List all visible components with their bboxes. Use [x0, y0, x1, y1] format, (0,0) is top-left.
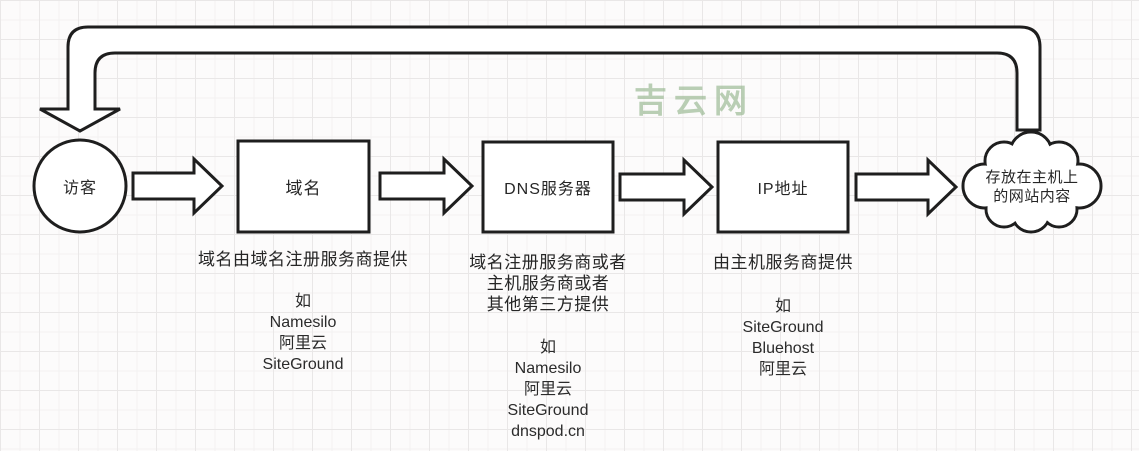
- list-item: SiteGround: [507, 402, 589, 419]
- list-item: Namesilo: [269, 314, 337, 331]
- list-item: dnspod.cn: [511, 423, 585, 440]
- content-label-line1: 存放在主机上: [985, 169, 1079, 186]
- domain-examples-list: 如 Namesilo 阿里云 SiteGround: [173, 291, 433, 375]
- domain-node-box: [236, 139, 371, 234]
- flow-arrow-ip-to-content: [854, 156, 959, 218]
- dns-node-label: DNS服务器: [504, 181, 592, 198]
- content-node-label: 存放在主机上 的网站内容: [967, 145, 1097, 229]
- return-flow-arrow: [39, 25, 1042, 133]
- domain-node-label: 域名: [285, 179, 322, 198]
- list-item: SiteGround: [262, 356, 344, 373]
- list-item: Namesilo: [514, 360, 582, 377]
- flow-arrow-visitor-to-domain: [131, 155, 225, 217]
- list-item: SiteGround: [742, 319, 824, 336]
- list-item: 阿里云: [758, 361, 807, 378]
- dns-node-box: [481, 140, 615, 234]
- list-item: 阿里云: [523, 381, 572, 398]
- ip-node-box: [716, 140, 850, 234]
- dns-provider-caption: 域名注册服务商或者 主机服务商或者 其他第三方提供: [469, 253, 627, 314]
- visitor-node-label: 访客: [62, 180, 97, 197]
- list-item: 如: [539, 339, 556, 356]
- flow-arrow-dns-to-ip: [618, 156, 715, 218]
- dns-examples-list: 如 Namesilo 阿里云 SiteGround dnspod.cn: [418, 337, 678, 442]
- list-item: 如: [294, 293, 311, 310]
- visitor-node-circle: [32, 138, 128, 234]
- list-item: 阿里云: [278, 335, 327, 352]
- content-label-line2: 的网站内容: [993, 188, 1071, 205]
- domain-provider-caption: 域名由域名注册服务商提供: [198, 250, 408, 269]
- ip-node-label: IP地址: [757, 181, 809, 198]
- ip-examples-list: 如 SiteGround Bluehost 阿里云: [663, 296, 903, 380]
- content-cloud-shape: [961, 130, 1103, 234]
- list-item: Bluehost: [751, 340, 815, 357]
- site-watermark: 吉云网: [634, 82, 754, 119]
- list-item: 如: [774, 298, 791, 315]
- flow-arrow-domain-to-dns: [378, 155, 475, 217]
- ip-provider-caption: 由主机服务商提供: [713, 253, 853, 272]
